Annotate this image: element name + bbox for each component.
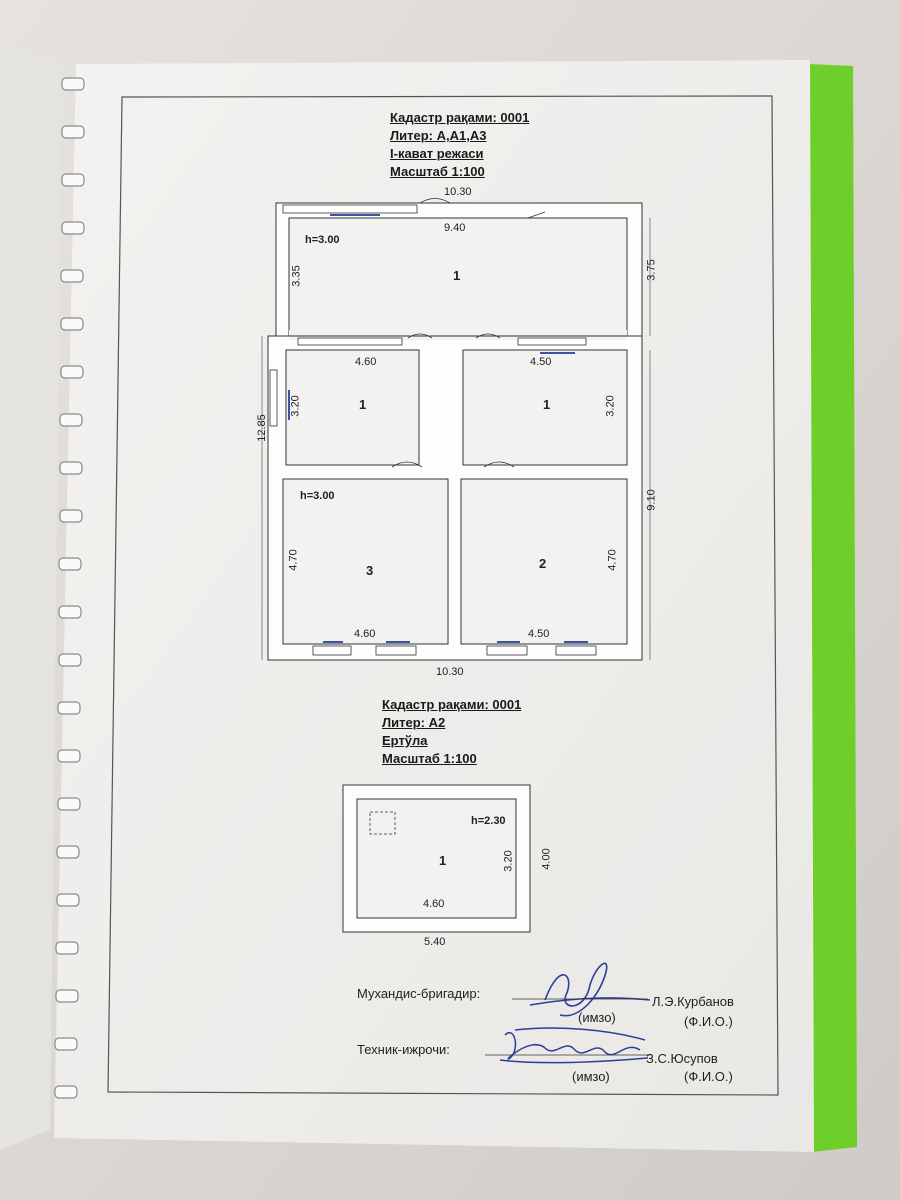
room-number-low-left: 3 <box>366 563 374 578</box>
dim-basement-inner-w: 4.60 <box>423 898 445 910</box>
height-label-top: h=3.00 <box>305 234 340 246</box>
dim-mid-left-w: 4.60 <box>355 356 377 368</box>
room-number-low-right: 2 <box>539 556 547 571</box>
basement-height-label: h=2.30 <box>471 815 506 827</box>
technician-signature-mark <box>499 1027 649 1064</box>
dim-right-upper: 3.75 <box>645 259 658 281</box>
dim-mid-right-w: 4.50 <box>530 356 552 368</box>
previous-page <box>0 44 62 1150</box>
room-number-mid-right: 1 <box>543 397 551 412</box>
room-number-mid-left: 1 <box>359 397 367 412</box>
plan2-title-line: Кадастр рақами: 0001 <box>382 697 522 712</box>
plan2-title-line: Ертўла <box>382 733 428 748</box>
dim-low-right-w: 4.50 <box>528 628 550 640</box>
dim-right-lower: 9.10 <box>645 489 658 511</box>
drawing-frame <box>107 95 779 1096</box>
dim-mid-right-h: 3.20 <box>604 395 617 417</box>
signature-lines <box>485 998 650 1056</box>
dim-low-right-h: 4.70 <box>606 549 619 571</box>
plan1-title-line: Кадастр рақами: 0001 <box>390 110 530 125</box>
dim-low-left-w: 4.60 <box>354 628 376 640</box>
technician-fio-caption: (Ф.И.О.) <box>684 1069 733 1084</box>
binder-coils <box>54 77 85 1099</box>
dim-basement-outer-h: 4.00 <box>540 848 553 870</box>
dim-basement-outer-w: 5.40 <box>424 936 446 948</box>
basement-room-number: 1 <box>439 853 447 868</box>
plan2-title-line: Литер: А2 <box>382 715 446 730</box>
engineer-role-label: Мухандис-бригадир: <box>357 986 481 1001</box>
dim-bottom-outer: 10.30 <box>436 666 464 678</box>
engineer-sign-caption: (имзо) <box>578 1010 616 1025</box>
technician-name: З.С.Юсупов <box>646 1051 718 1066</box>
plan2-title-line: Масштаб 1:100 <box>382 751 477 766</box>
plan1-title-line: Литер: А,А1,А3 <box>390 128 487 143</box>
dim-low-left-h: 4.70 <box>287 549 300 571</box>
plan1-title-line: I-кават режаси <box>390 146 484 161</box>
dim-left-total: 12.85 <box>255 414 268 442</box>
dim-mid-left-h: 3.20 <box>289 395 302 417</box>
dim-basement-inner-h: 3.20 <box>502 850 515 872</box>
plan2-walls <box>342 784 531 933</box>
green-cover <box>808 64 857 1152</box>
technician-role-label: Техник-ижрочи: <box>357 1042 450 1057</box>
technician-sign-caption: (имзо) <box>572 1069 610 1084</box>
plan1-doors <box>391 198 546 468</box>
plan1-title-line: Масштаб 1:100 <box>390 164 485 179</box>
dim-top-outer: 10.30 <box>444 186 472 198</box>
plan1-walls <box>267 202 643 661</box>
plan1-dim-lines <box>261 218 651 660</box>
engineer-fio-caption: (Ф.И.О.) <box>684 1014 733 1029</box>
dim-big-room-h: 3.35 <box>290 265 303 287</box>
dim-top-inner: 9.40 <box>444 222 466 234</box>
height-label-lower: h=3.00 <box>300 490 335 502</box>
engineer-name: Л.Э.Курбанов <box>652 994 734 1009</box>
room-number-big: 1 <box>453 268 461 283</box>
plan1-windows <box>269 204 597 656</box>
